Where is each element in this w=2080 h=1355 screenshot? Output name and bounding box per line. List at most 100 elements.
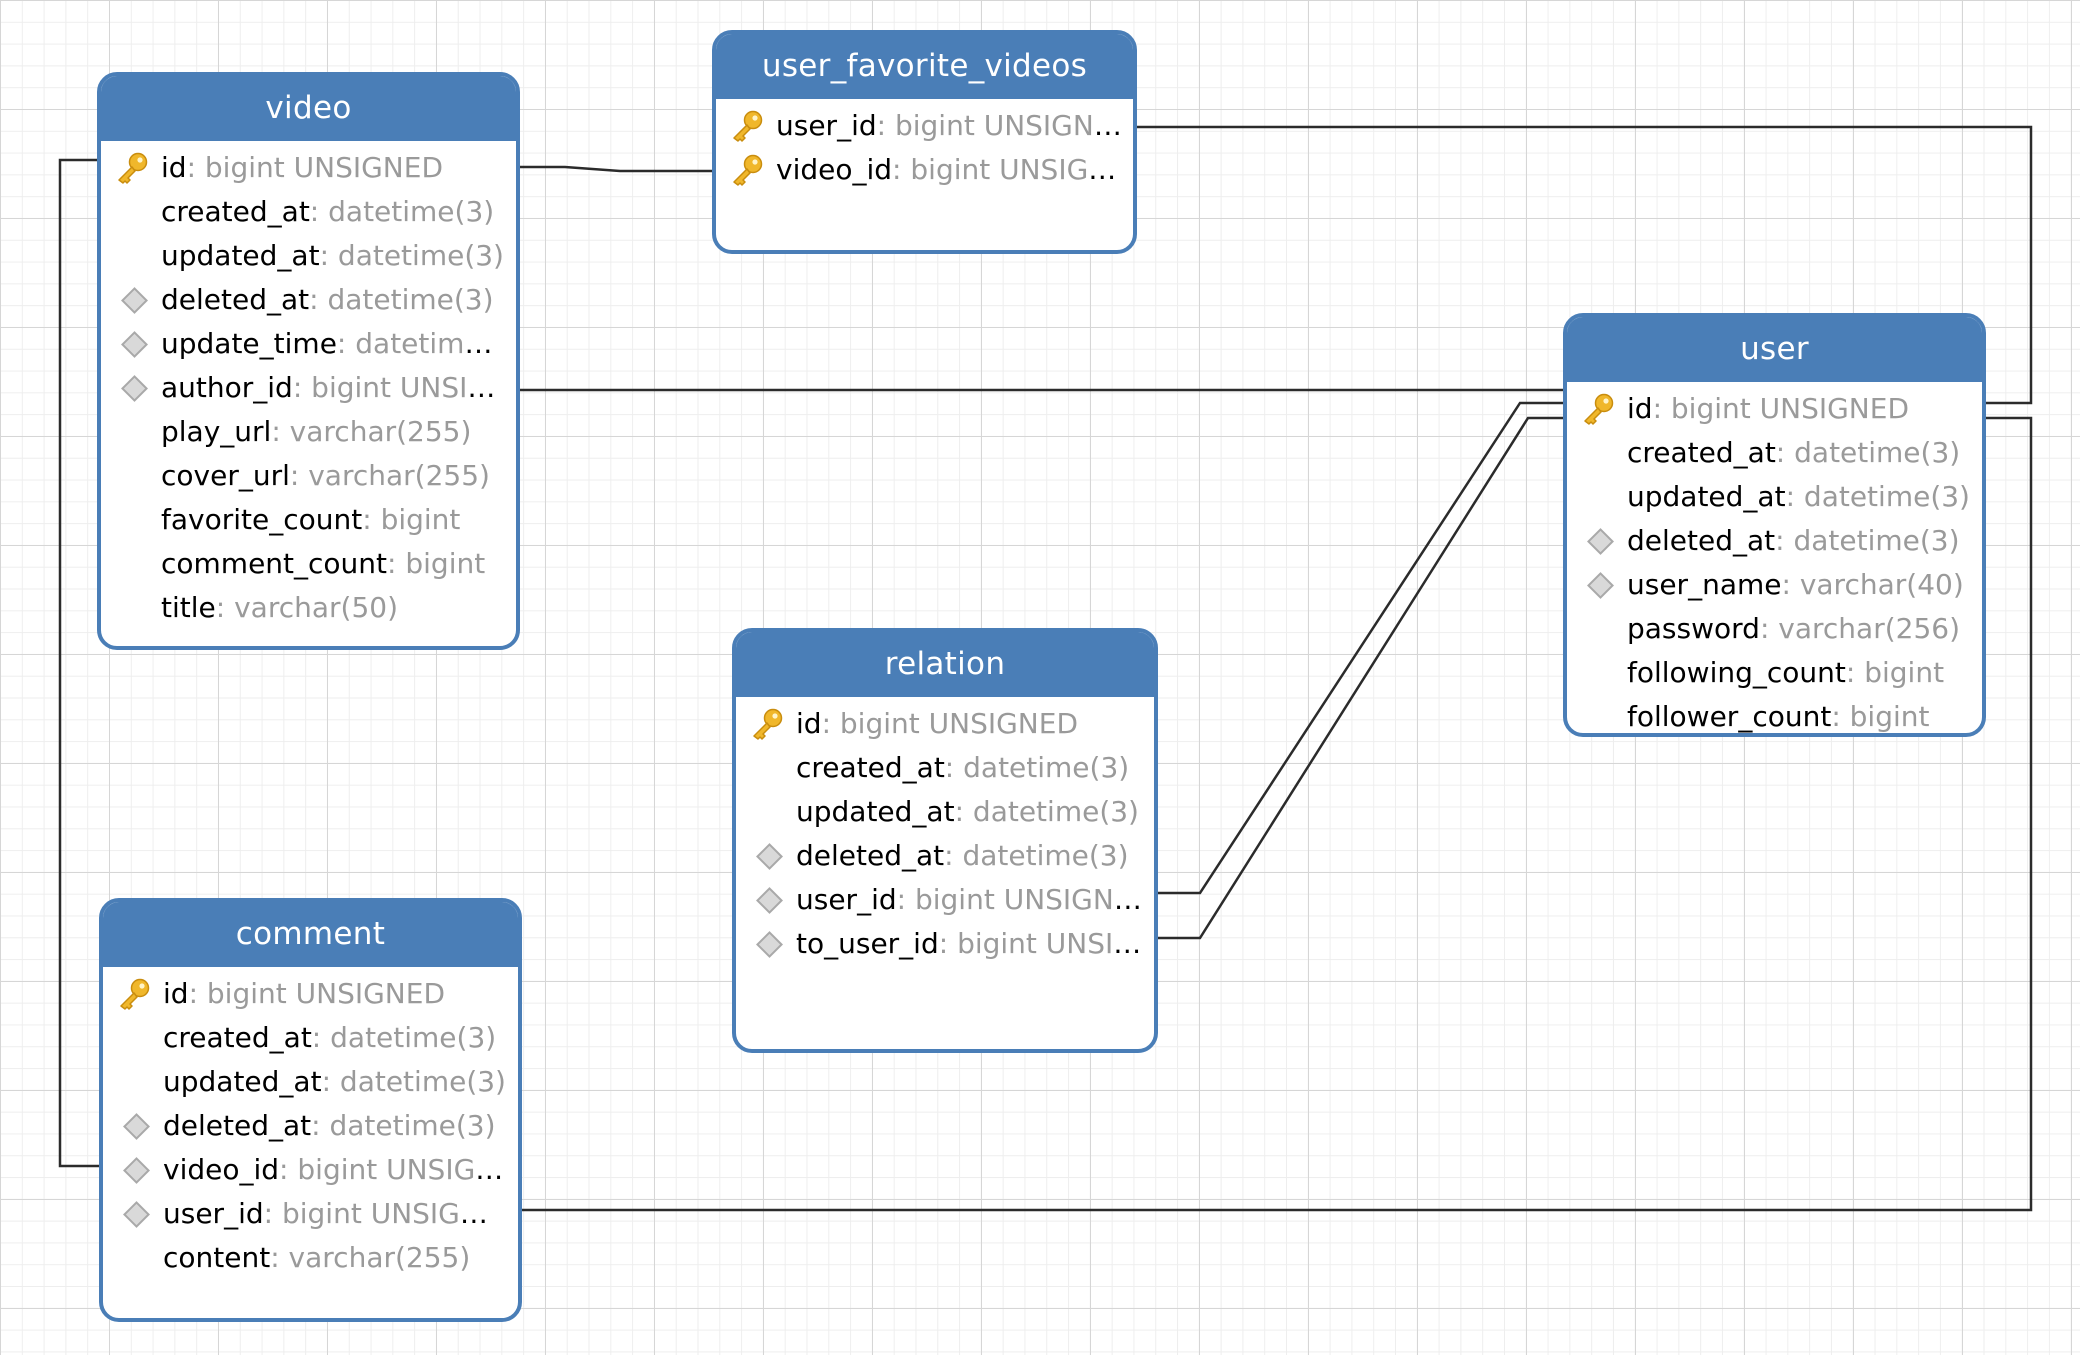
column-separator: : <box>188 977 207 1010</box>
column-name: deleted_at <box>163 1109 312 1142</box>
column-type: varchar(255) <box>308 459 490 492</box>
column-row[interactable]: update_time: datetime(3) <box>101 322 516 366</box>
column-type: varchar(50) <box>234 591 399 624</box>
column-separator: : <box>1831 700 1850 733</box>
column-type: bigint UNSIGNED <box>297 1153 518 1186</box>
table-title: user_favorite_videos <box>716 34 1133 99</box>
column-row[interactable]: id: bigint UNSIGNED <box>103 972 518 1016</box>
column-separator: : <box>263 1197 282 1230</box>
column-separator: : <box>279 1153 298 1186</box>
column-row[interactable]: content: varchar(255) <box>103 1236 518 1280</box>
column-row[interactable]: updated_at: datetime(3) <box>736 790 1154 834</box>
column-row[interactable]: author_id: bigint UNSIGN... <box>101 366 516 410</box>
column-type: datetime(3) <box>327 283 494 316</box>
index-diamond-icon <box>1587 572 1625 607</box>
column-row[interactable]: deleted_at: datetime(3) <box>103 1104 518 1148</box>
column-type: varchar(255) <box>289 415 472 448</box>
link-ufv-user <box>1137 125 2033 405</box>
column-row[interactable]: to_user_id: bigint UNSIGN... <box>736 922 1154 966</box>
column-name: follower_count <box>1627 700 1832 733</box>
column-type: datetime(3) <box>337 239 504 272</box>
column-name: deleted_at <box>161 283 310 316</box>
column-row[interactable]: video_id: bigint UNSIGNED <box>716 148 1133 192</box>
key-icon <box>730 110 764 142</box>
column-row[interactable]: created_at: datetime(3) <box>103 1016 518 1060</box>
column-row[interactable]: title: varchar(50) <box>101 586 516 630</box>
link-comment-video <box>58 158 102 1168</box>
column-name: to_user_id <box>796 927 939 960</box>
column-name: created_at <box>161 195 310 228</box>
column-type: bigint UNSIGNED <box>914 883 1154 916</box>
column-separator: : <box>319 239 338 272</box>
column-type: bigint UNSIGNED <box>910 153 1133 186</box>
column-row[interactable]: updated_at: datetime(3) <box>1567 475 1982 519</box>
column-row[interactable]: created_at: datetime(3) <box>736 746 1154 790</box>
link-ufv-video <box>520 165 715 173</box>
column-row[interactable]: password: varchar(256) <box>1567 607 1982 651</box>
column-row[interactable]: deleted_at: datetime(3) <box>101 278 516 322</box>
column-row[interactable]: user_id: bigint UNSIGNED <box>736 878 1154 922</box>
column-row[interactable]: created_at: datetime(3) <box>101 190 516 234</box>
link-relation-user <box>1158 401 1568 895</box>
column-name: update_time <box>161 327 337 360</box>
column-type: varchar(255) <box>288 1241 471 1274</box>
column-row[interactable]: video_id: bigint UNSIGNED <box>103 1148 518 1192</box>
column-row[interactable]: comment_count: bigint <box>101 542 516 586</box>
key-icon <box>730 154 764 186</box>
index-diamond-icon <box>123 1157 161 1192</box>
column-name: content <box>163 1241 271 1274</box>
column-separator: : <box>311 1021 331 1054</box>
column-separator: : <box>1759 612 1779 645</box>
link-relation-touser-user <box>1158 416 1568 940</box>
index-diamond-icon <box>123 1201 161 1236</box>
column-type: datetime(3) <box>355 327 516 360</box>
column-type: bigint <box>405 547 486 580</box>
index-diamond-icon <box>756 931 794 966</box>
column-row[interactable]: user_id: bigint UNSIGNED <box>103 1192 518 1236</box>
column-row[interactable]: created_at: datetime(3) <box>1567 431 1982 475</box>
column-row[interactable]: following_count: bigint <box>1567 651 1982 695</box>
column-type: bigint UNSIGN... <box>311 371 516 404</box>
column-row[interactable]: cover_url: varchar(255) <box>101 454 516 498</box>
column-name: updated_at <box>1627 480 1786 513</box>
column-type: datetime(3) <box>972 795 1139 828</box>
column-row[interactable]: favorite_count: bigint <box>101 498 516 542</box>
column-row[interactable]: id: bigint UNSIGNED <box>101 146 516 190</box>
column-separator: : <box>309 195 329 228</box>
column-separator: : <box>215 591 235 624</box>
index-diamond-icon <box>121 331 159 366</box>
column-type: bigint UNSIGNED <box>204 151 444 184</box>
column-row[interactable]: user_name: varchar(40) <box>1567 563 1982 607</box>
column-row[interactable]: updated_at: datetime(3) <box>103 1060 518 1104</box>
column-name: password <box>1627 612 1760 645</box>
column-row[interactable]: user_id: bigint UNSIGNED <box>716 104 1133 148</box>
column-row[interactable]: id: bigint UNSIGNED <box>736 702 1154 746</box>
column-name: following_count <box>1627 656 1846 689</box>
column-type: bigint UNSIGNED <box>1670 392 1910 425</box>
column-row[interactable]: id: bigint UNSIGNED <box>1567 387 1982 431</box>
column-row[interactable]: follower_count: bigint <box>1567 695 1982 733</box>
table-user-favorite-videos[interactable]: user_favorite_videos user_id: bigint UNS… <box>712 30 1137 254</box>
column-type: datetime(3) <box>330 1021 497 1054</box>
column-row[interactable]: play_url: varchar(255) <box>101 410 516 454</box>
column-name: play_url <box>161 415 272 448</box>
column-row[interactable]: updated_at: datetime(3) <box>101 234 516 278</box>
column-row[interactable]: deleted_at: datetime(3) <box>736 834 1154 878</box>
column-type: varchar(256) <box>1778 612 1961 645</box>
column-name: updated_at <box>161 239 320 272</box>
index-diamond-icon <box>121 375 159 410</box>
column-name: video_id <box>163 1153 280 1186</box>
column-separator: : <box>362 503 381 536</box>
column-separator: : <box>821 707 840 740</box>
column-separator: : <box>270 1241 289 1274</box>
column-separator: : <box>271 415 290 448</box>
column-row[interactable]: deleted_at: datetime(3) <box>1567 519 1982 563</box>
column-name: cover_url <box>161 459 290 492</box>
